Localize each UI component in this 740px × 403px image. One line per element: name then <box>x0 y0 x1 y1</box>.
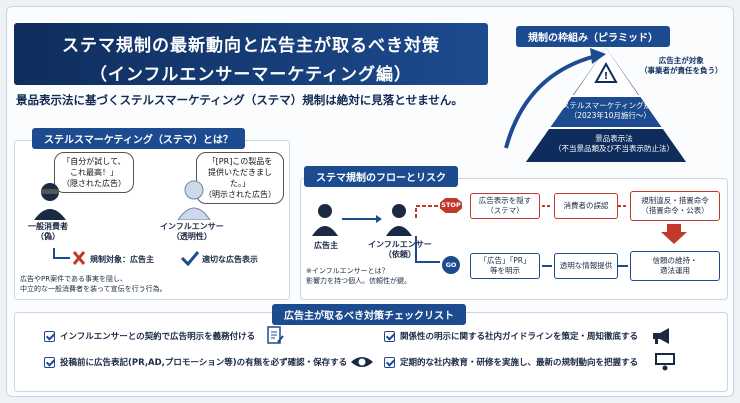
blue-step-3: 信頼の維持・ 適法運用 <box>630 251 720 281</box>
warning-icon <box>594 61 618 83</box>
title-line-2: （インフルエンサーマーケティング編） <box>89 65 413 85</box>
pyramid-mid-label: ステルスマーケティング規制 （2023年10月施行〜） <box>562 101 659 120</box>
stealth-definition-note: 広告やPR案件である事実を隠し、 中立的な一般消費者を装って宣伝を行う行為。 <box>20 275 167 293</box>
checklist-item-2: 関係性の明示に関する社内ガイドラインを策定・周知徹底する <box>384 330 638 342</box>
pyramid-diagram: ! <box>504 48 686 162</box>
stop-sign-icon: STOP <box>440 198 462 213</box>
pyramid-top-label: 広告主が対象 （事業者が責任を負う） <box>640 56 723 75</box>
arrow-to-x-icon <box>53 248 86 265</box>
influencer-label: インフルエンサー （依頼） <box>368 240 432 259</box>
red-step-3: 規制違反・措置命令 （措置命令・公表） <box>630 191 720 221</box>
regulated-advertiser-label: 規制対象：広告主 <box>90 255 154 264</box>
red-step-1: 広告表示を隠す （ステマ） <box>470 193 540 219</box>
red-step-2: 消費者の誤認 <box>554 193 618 219</box>
pyramid-bottom-label: 景品表示法 （不当景品類及び不当表示防止法） <box>554 134 674 153</box>
checklist-tab: 広告主が取るべき対策チェックリスト <box>272 304 466 325</box>
megaphone-icon <box>653 328 669 344</box>
masked-person-icon <box>34 183 66 220</box>
checkbox-icon <box>384 330 395 342</box>
advertiser-icon <box>312 204 338 236</box>
advertiser-to-influencer-arrow <box>342 215 382 223</box>
influencer-person-icon <box>177 180 211 220</box>
eye-icon <box>351 357 373 367</box>
blue-step-1: 「広告」「PR」 等を明示 <box>470 253 540 279</box>
checkbox-icon <box>44 330 55 342</box>
training-icon <box>655 353 675 371</box>
pyramid-tab: 規制の枠組み（ピラミッド） <box>516 26 670 47</box>
flow-tab: ステマ規制のフローとリスク <box>304 166 458 187</box>
checklist-item-4: 定期的な社内教育・研修を実施し、最新の規制動向を把握する <box>384 356 638 368</box>
title-line-1: ステマ規制の最新動向と広告主が取るべき対策 <box>62 36 440 56</box>
hidden-ad-bubble: 「自分が試して、 これ最高！」 （隠された広告） <box>54 152 134 193</box>
what-tab: ステルスマーケティング（ステマ）とは？ <box>32 128 245 149</box>
fake-consumer-label: 一般消費者 （偽） <box>28 222 68 241</box>
lead-text: 景品表示法に基づくステルスマーケティング（ステマ）規制は絶対に見落とせません。 <box>16 93 463 107</box>
influencer-note: ※インフルエンサーとは？ 影響力を持つ個人。信頼性が鍵。 <box>306 267 411 285</box>
title-banner: ステマ規制の最新動向と広告主が取るべき対策 （インフルエンサーマーケティング編） <box>14 23 488 85</box>
proper-ad-label: 適切な広告表示 <box>202 255 258 264</box>
checkbox-icon <box>44 356 55 368</box>
checkbox-icon <box>384 356 395 368</box>
flow-arrows <box>542 205 687 267</box>
checkmark-icon <box>180 251 200 266</box>
advertiser-label: 広告主 <box>314 241 338 250</box>
contract-icon <box>267 326 284 344</box>
go-sign-icon: GO <box>442 256 460 274</box>
blue-step-2: 透明な情報提供 <box>554 253 618 279</box>
disclosed-ad-bubble: 「[PR]この製品を 提供いただきました。」 （明示された広告） <box>196 152 284 204</box>
transparent-influencer-label: インフルエンサー （透明性） <box>160 222 224 241</box>
influencer-icon <box>386 204 412 236</box>
checklist-item-3: 投稿前に広告表記(PR,AD,プロモーション等)の有無を必ず確認・保存する <box>44 356 347 368</box>
svg-text:!: ! <box>604 71 609 82</box>
branch-lines <box>415 205 440 263</box>
checklist-item-1: インフルエンサーとの契約で広告明示を義務付ける <box>44 330 255 342</box>
